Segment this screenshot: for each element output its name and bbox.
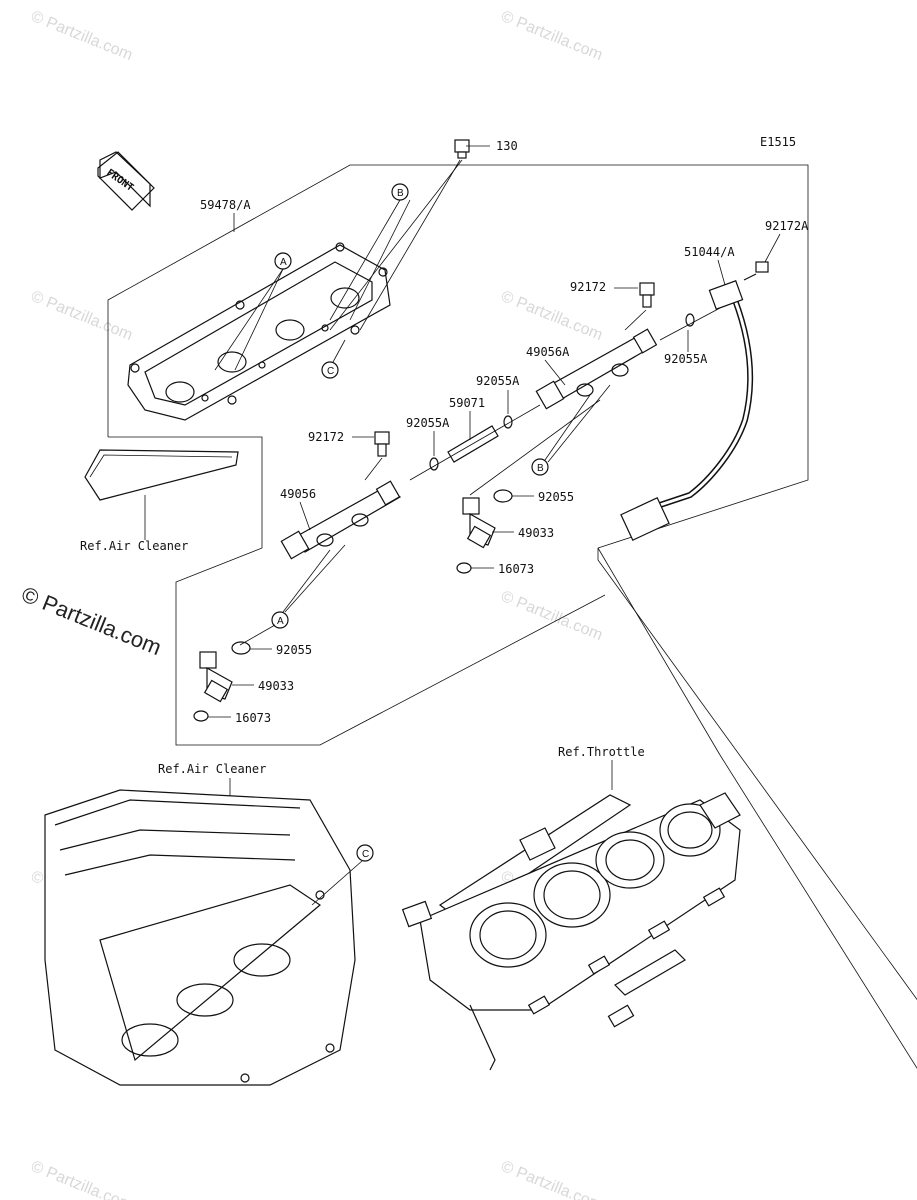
svg-text:A: A [277,616,284,627]
watermark-main: © Partzilla.com [18,581,165,660]
bolt-92172a-part [743,261,769,281]
group-outline [108,436,606,746]
throttle-body-assembly [401,792,741,1071]
watermark: © Partzilla.com [499,588,605,644]
svg-text:C: C [327,366,334,377]
part-label-16073-left: 16073 [235,711,271,725]
svg-text:A: A [280,257,287,268]
callout-c-bottom: C [356,844,374,862]
part-label-16073-right: 16073 [498,562,534,576]
svg-text:C: C [362,849,369,860]
washer-16073-right [456,562,472,574]
fuel-rail-49056-part [280,480,402,560]
callout-a-top: A [274,252,292,270]
washer-16073-left [193,710,209,722]
leader-line [719,754,917,1069]
front-arrow-icon: FRONT [97,151,155,211]
callout-c-top: C [321,361,339,379]
part-label-92055-left: 92055 [276,643,312,657]
group-outline [465,164,809,549]
part-label-51044a: 51044/A [684,245,735,259]
part-label-130: 130 [496,139,518,153]
callout-b-top: B [391,183,409,201]
group-outline [107,164,465,437]
svg-text:B: B [397,188,404,199]
injector-49033-left-part [199,651,233,703]
part-label-49033-right: 49033 [518,526,554,540]
watermark: © Partzilla.com [499,1158,605,1200]
part-label-92055a-left: 92055A [406,416,450,430]
oring-92055a-right [685,313,695,327]
part-label-49056a: 49056A [526,345,570,359]
svg-text:B: B [537,463,544,474]
watermark: © Partzilla.com [499,8,605,64]
callout-a-mid: A [271,611,289,629]
part-label-59071: 59071 [449,396,485,410]
part-label-92172-top: 92172 [570,280,606,294]
bolt-92172-left-part [374,431,390,457]
leader-line [597,548,917,1001]
part-label-92055-right: 92055 [538,490,574,504]
watermark: © Partzilla.com [29,8,135,64]
air-cleaner-element [84,449,239,501]
fuel-rail-49056a-part [535,328,658,410]
diagram-id: E1515 [760,135,796,149]
leader-line [597,547,721,756]
ref-label-air-cleaner-bottom: Ref.Air Cleaner [158,762,266,776]
part-label-92172-left: 92172 [308,430,344,444]
ref-label-air-cleaner-top: Ref.Air Cleaner [80,539,188,553]
oring-92055-left [231,641,251,655]
oring-92055a-mid [503,415,513,429]
part-label-59478a: 59478/A [200,198,251,212]
injector-49033-right-part [462,497,496,549]
watermark: © Partzilla.com [499,288,605,344]
air-cleaner-housing [44,789,356,1086]
oring-92055-right [493,489,513,503]
bolt-92172-top-part [639,282,655,308]
part-label-49033-left: 49033 [258,679,294,693]
ref-label-throttle: Ref.Throttle [558,745,645,759]
intake-cover-part [127,242,391,421]
watermark: © Partzilla.com [29,1158,135,1200]
part-label-92172a: 92172A [765,219,809,233]
bolt-130-part [454,139,470,159]
callout-b-mid: B [531,458,549,476]
fuel-hose-part [620,280,754,541]
watermark: © Partzilla.com [29,288,135,344]
part-label-92055a-mid: 92055A [476,374,520,388]
part-label-92055a-right: 92055A [664,352,708,366]
part-label-49056: 49056 [280,487,316,501]
